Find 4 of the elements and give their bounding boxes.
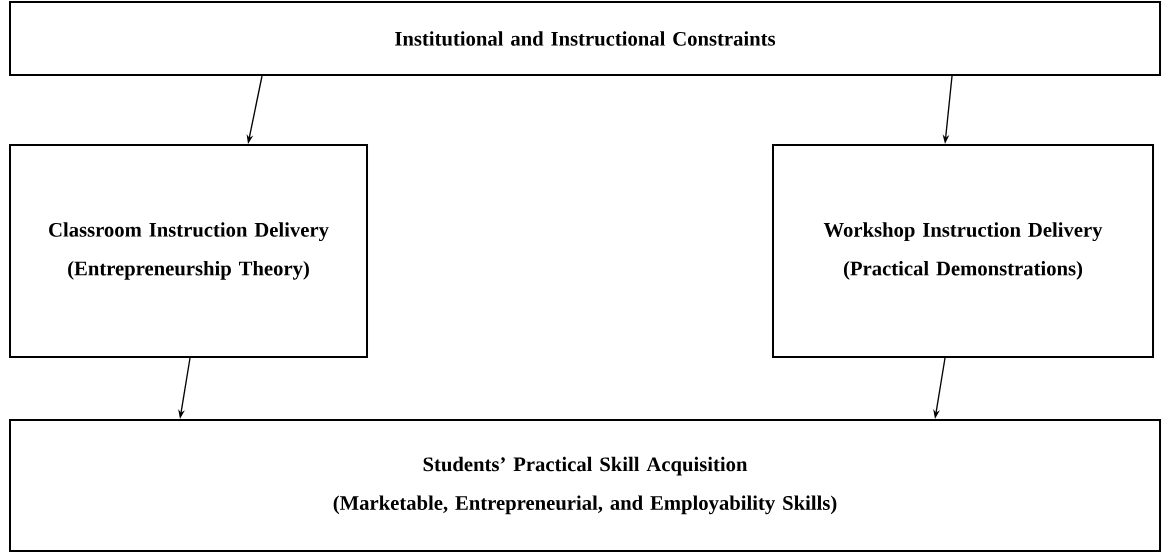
process-box: Classroom Instruction Delivery (Entrepreneurship Theory) <box>9 144 368 358</box>
process-box: Students’ Practical Skill Acquisition (Marketable, Entrepreneurial, and Employability Skills) <box>9 419 1161 552</box>
process-box: Workshop Instruction Delivery (Practical Demonstrations) <box>772 144 1154 358</box>
process-box: Institutional and Instructional Constraints <box>9 1 1161 76</box>
